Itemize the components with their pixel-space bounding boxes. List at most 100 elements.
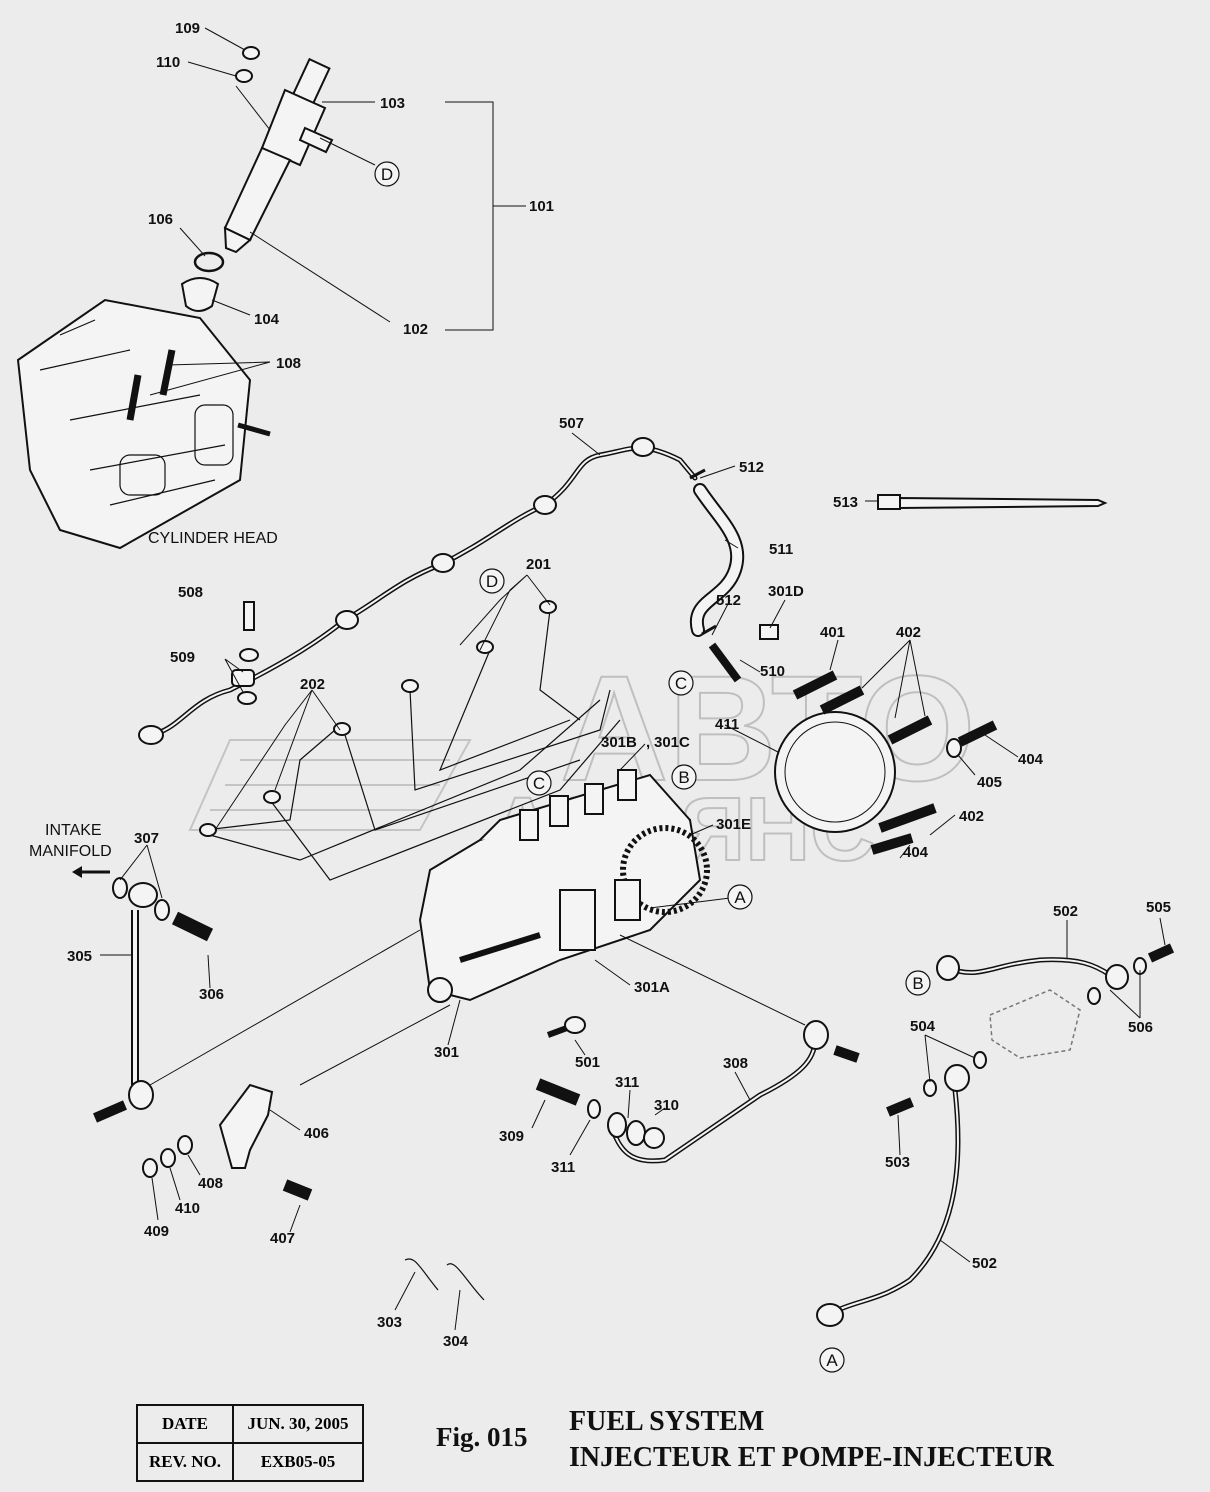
washer-110 [235,69,253,83]
nut-409 [142,1158,158,1178]
bolt-402-a [819,685,865,715]
gasket-411-inner [784,721,886,823]
delivery-valve-2 [549,795,569,827]
callout-301c: 301C [654,734,690,751]
callout-308: 308 [723,1055,748,1072]
callout-309: 309 [499,1128,524,1145]
callout-512-top: 512 [739,459,764,476]
cable-tie-513 [877,494,1108,510]
callout-303: 303 [377,1314,402,1331]
gasket-411 [774,711,896,833]
cylinder-head-port-2 [119,454,166,496]
bolt-505 [1147,943,1175,963]
injector-nozzle-body [223,146,292,242]
clip-304 [446,1263,485,1301]
intake-label-line1: INTAKE [45,822,102,839]
banjo-305-top [128,882,158,908]
svg-text:D: D [486,572,498,591]
callout-110: 110 [156,54,180,71]
banjo-507-end [138,725,164,745]
revision-row-date: DATE JUN. 30, 2005 [136,1404,364,1444]
pump-spring [459,932,541,963]
cylinder-head-outline [16,298,252,550]
bolt-305-bottom [93,1100,127,1123]
bolt-503 [886,1097,914,1117]
title-line2: INJECTEUR ET POMPE-INJECTEUR [569,1442,1054,1473]
washer-311-c [626,1120,646,1146]
injector-assembly [180,46,334,312]
callout-304: 304 [443,1333,469,1350]
revision-table: DATE JUN. 30, 2005 REV. NO. EXB05-05 [136,1404,364,1482]
injection-pump-301 [418,769,710,1038]
callout-labels: 109 110 103 101 102 104 106 108 507 512 … [67,20,1171,1350]
title-block: FUEL SYSTEM INJECTEUR ET POMPE-INJECTEUR [569,1404,1054,1476]
date-value: JUN. 30, 2005 [232,1404,364,1444]
bolt-301d [759,624,779,640]
bolt-306 [171,911,214,942]
washer-504-a [973,1051,987,1069]
pump-boss [427,977,453,1003]
reference-markers: D D C C B A B A [374,161,931,1373]
callout-104: 104 [254,311,280,328]
delivery-valve-3 [584,783,604,815]
cable-tie-head [877,494,901,510]
callout-507: 507 [559,415,584,432]
bolt-404-b [870,833,914,855]
callout-101: 101 [529,198,554,215]
fitting-201-a [401,679,419,693]
bolt-309 [535,1078,581,1106]
washer-311-a [587,1099,601,1119]
injector-body [260,88,327,167]
delivery-valve-4 [617,769,637,801]
callout-402-top: 402 [896,624,921,641]
washer-405 [946,738,962,758]
cylinder-head-stud [237,422,271,437]
callout-509: 509 [170,649,195,666]
callout-311-top: 311 [615,1074,639,1091]
svg-text:C: C [675,674,687,693]
callout-410: 410 [175,1200,200,1217]
callout-401: 401 [820,624,845,641]
cable-tie-strap [899,496,1108,510]
callout-301e: 301E [716,816,751,833]
callout-512-bottom: 512 [716,592,741,609]
callout-503: 503 [885,1154,910,1171]
callout-307: 307 [134,830,159,847]
delivery-valve-1 [519,809,539,841]
injector-fitting [298,126,334,154]
title-line1: FUEL SYSTEM [569,1406,765,1437]
callout-510: 510 [760,663,785,680]
callout-comma: , [646,734,650,751]
watermark-logo-stripes [210,759,450,811]
callout-301d: 301D [768,583,804,600]
cap-310 [643,1127,665,1149]
seal-104 [180,277,220,312]
washer-408 [177,1135,193,1155]
callout-310: 310 [654,1097,679,1114]
washer-509-bottom [237,691,257,705]
callout-106: 106 [148,211,173,228]
callout-109: 109 [175,20,200,37]
callout-511: 511 [769,541,793,558]
rev-label: REV. NO. [136,1442,234,1482]
banjo-507-a [335,610,359,630]
callout-505: 505 [1146,899,1171,916]
clamp-512 [689,468,717,636]
ref-c-right: C [668,670,694,696]
callout-513: 513 [833,494,858,511]
callout-502-top: 502 [1053,903,1078,920]
svg-text:B: B [678,768,689,787]
line-308 [535,1020,860,1164]
cylinder-head-label: CYLINDER HEAD [148,530,278,547]
pump-gear [620,825,710,915]
callout-506: 506 [1128,1019,1153,1036]
callout-201: 201 [526,556,551,573]
date-label: DATE [136,1404,234,1444]
callout-306: 306 [199,986,224,1003]
callout-102: 102 [403,321,428,338]
ref-b-line: B [905,970,931,996]
callout-301b: 301B [601,734,637,751]
callout-305: 305 [67,948,92,965]
washer-311-b [607,1112,627,1138]
